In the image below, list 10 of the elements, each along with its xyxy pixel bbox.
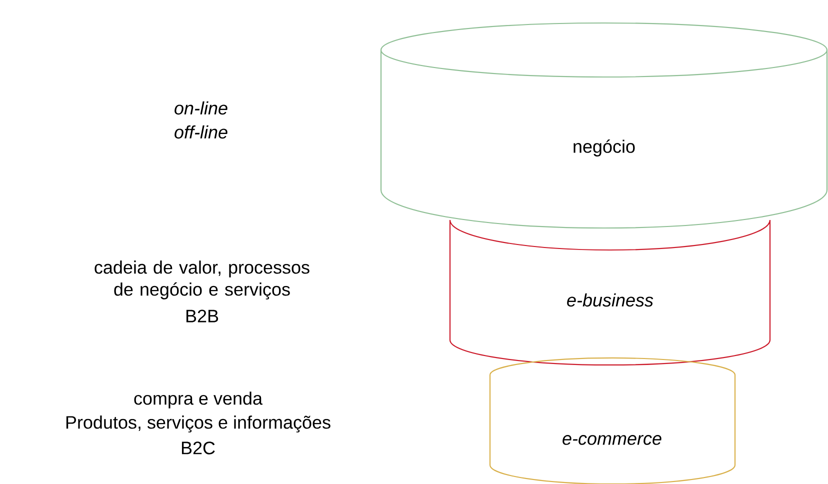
label-text: Produtos, serviços e informações [66, 416, 330, 432]
cylinder: e-business [449, 219, 771, 366]
label-text: cadeia de valor, processos de negócio e serviços [94, 260, 310, 300]
label-text: B2C [182, 442, 215, 454]
label-text: B2B [186, 310, 218, 322]
label-text: compra e venda [134, 392, 262, 408]
label-text: on-line [174, 101, 228, 115]
label-text: off-line [174, 125, 228, 139]
cylinder: e-commerce [489, 357, 736, 484]
cylinder: negócio [380, 22, 828, 229]
